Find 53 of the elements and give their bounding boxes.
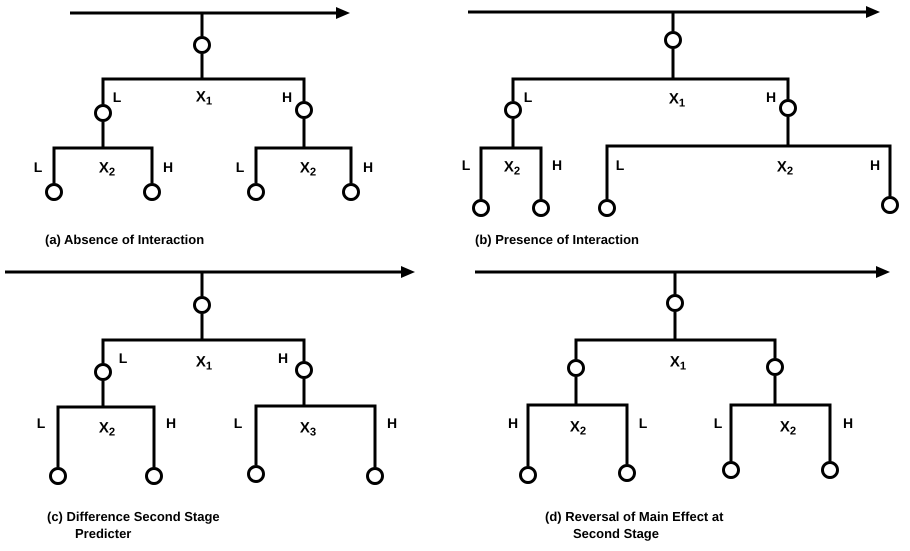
connector-line [674,312,776,358]
connector-line [512,119,542,199]
connector-line [786,117,892,196]
branch-label: H [508,416,518,430]
branch-label: H [162,160,174,174]
branch-label: H [166,416,176,430]
connector-line [574,377,628,464]
connector-line [302,119,352,183]
connector-line [674,272,676,294]
panel-caption: (c) Difference Second Stage Predicter [47,508,221,542]
variable-label: X$_{1}$ [196,90,212,104]
branch-label: L [36,416,46,430]
branch-label: H [842,416,854,430]
branch-label: L [118,351,128,365]
branch-label: L [236,160,244,174]
variable-label: X$_{1}$ [668,92,686,106]
connector-line [102,122,154,183]
connector-line [200,13,204,36]
connector-line [672,12,674,31]
variable-label: X$_{1}$ [196,354,212,370]
variable-label: X$_{2}$ [300,160,316,176]
branch-label: L [616,158,624,172]
branch-label: L [112,90,122,104]
connector-line [200,272,204,296]
branch-label: H [766,90,776,104]
branch-label: L [638,416,648,430]
branch-label: L [524,90,532,104]
branch-label: L [234,416,242,430]
variable-label: X$_{2}$ [504,160,520,174]
branch-label: L [34,160,42,174]
connector-line [102,381,156,467]
connector-line [200,314,306,361]
variable-label: X$_{2}$ [570,420,586,434]
variable-label: X$_{2}$ [776,160,794,174]
connector-line [302,379,376,467]
panel-caption: (b) Presence of Interaction [475,231,640,248]
branch-label: H [386,416,398,430]
branch-label: H [282,90,292,104]
panel-caption: (a) Absence of Interaction [45,231,206,248]
branch-label: H [870,158,880,172]
variable-label: X$_{1}$ [670,354,686,370]
variable-label: X$_{3}$ [300,420,316,436]
branch-label: H [278,351,288,365]
branch-label: L [714,416,722,430]
branch-label: H [552,158,562,172]
connector-line [672,49,790,99]
branch-label: H [362,160,374,174]
panel-caption: (d) Reversal of Main Effect at Second Stage [545,508,724,542]
branch-label: L [462,158,470,172]
connector-line [774,376,832,461]
variable-label: X$_{2}$ [98,420,116,436]
variable-label: X$_{2}$ [780,420,796,434]
variable-label: X$_{2}$ [98,160,116,176]
